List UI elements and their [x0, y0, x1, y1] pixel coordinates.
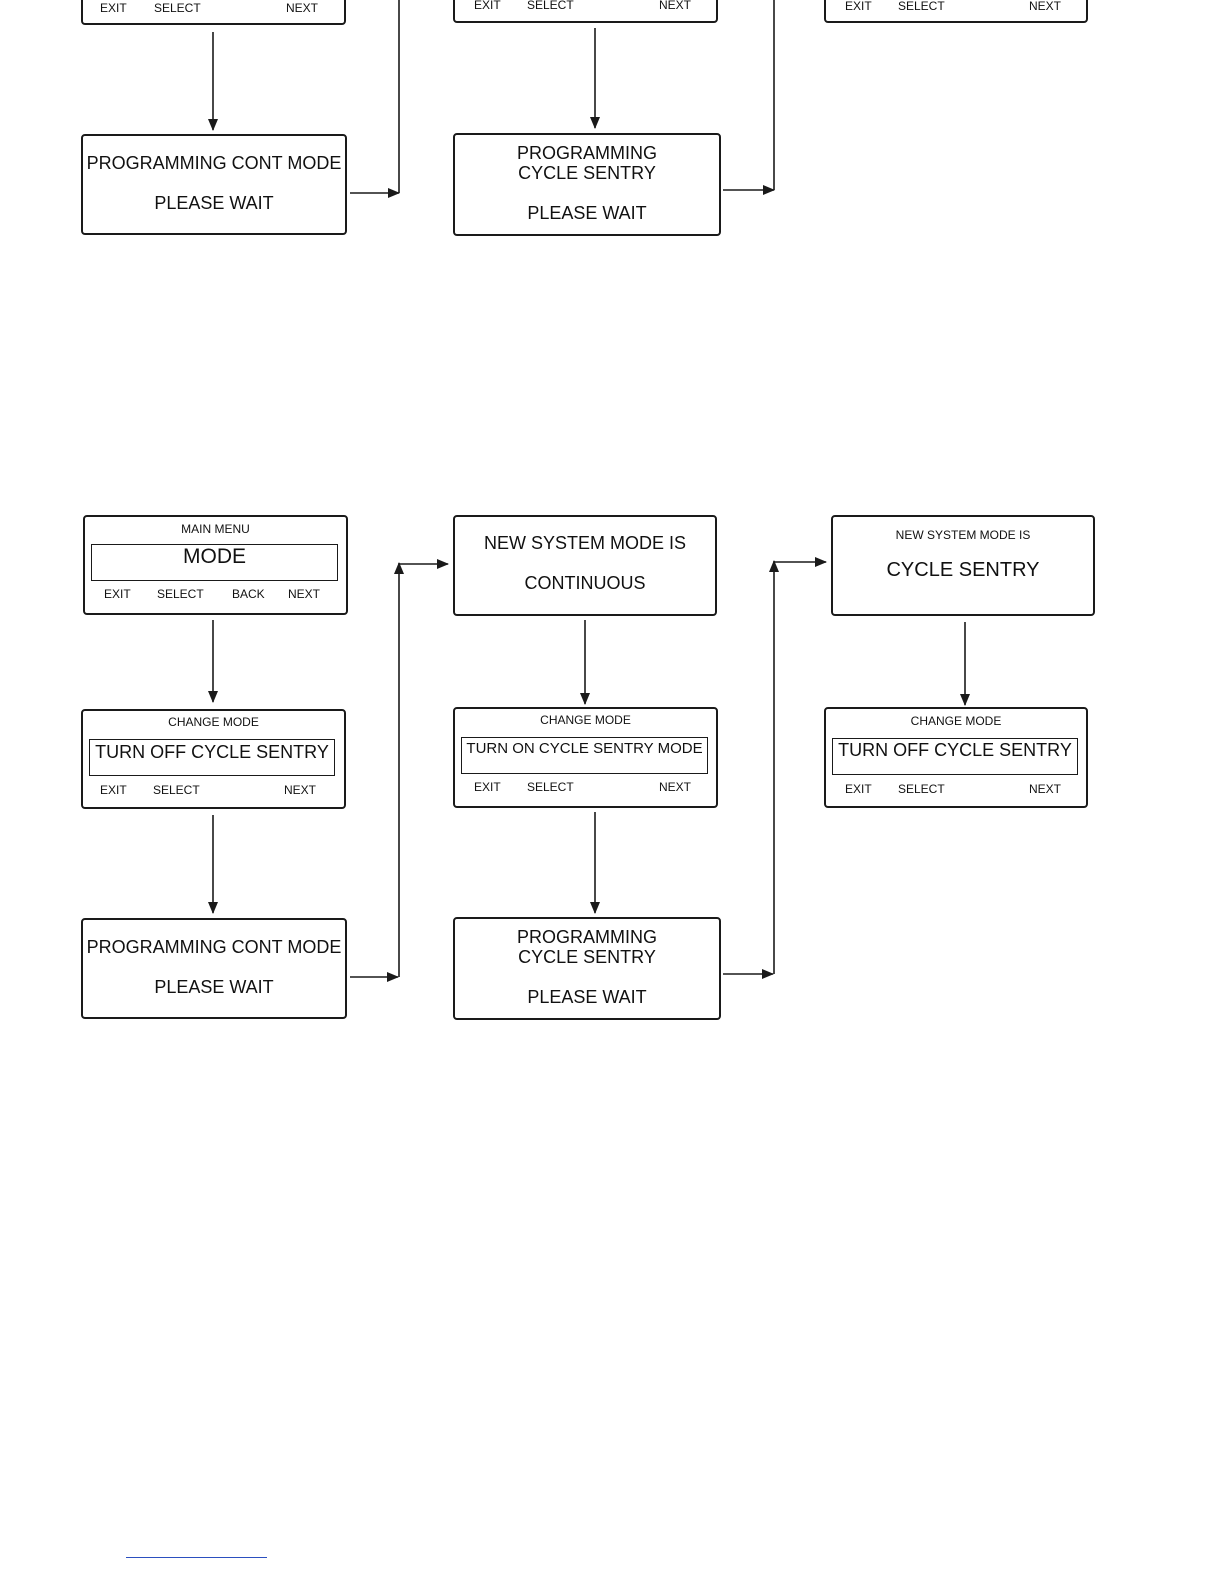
key-back: BACK	[232, 587, 265, 601]
change-mode-on-display: CHANGE MODE TURN ON CYCLE SENTRY MODE EX…	[453, 707, 718, 808]
key-next: NEXT	[659, 780, 692, 794]
new-mode-cycle-sentry-display: NEW SYSTEM MODE IS CYCLE SENTRY	[831, 515, 1095, 616]
prog-cycle-line2: CYCLE SENTRY	[518, 947, 656, 967]
prog-cont-line1: PROGRAMMING CONT MODE	[86, 153, 342, 173]
key-select: SELECT	[153, 783, 200, 797]
key-next: NEXT	[286, 1, 319, 15]
key-exit: EXIT	[474, 0, 501, 12]
key-exit: EXIT	[104, 587, 131, 601]
new-mode-line2: CONTINUOUS	[524, 573, 646, 593]
prog-cont-line1: PROGRAMMING CONT MODE	[86, 937, 342, 957]
main-menu-value-frame: MODE	[91, 544, 338, 581]
key-next: NEXT	[1029, 782, 1062, 796]
top-programming-cont-mode: PROGRAMMING CONT MODE PLEASE WAIT	[81, 134, 347, 235]
change-mode-value: TURN OFF CYCLE SENTRY	[838, 740, 1072, 760]
change-mode-value-frame: TURN ON CYCLE SENTRY MODE	[461, 737, 708, 774]
key-next: NEXT	[1029, 0, 1062, 13]
prog-cycle-line2: CYCLE SENTRY	[518, 163, 656, 183]
main-menu-display: MAIN MENU MODE EXIT SELECT BACK NEXT	[83, 515, 348, 615]
footer-rule	[126, 1557, 267, 1558]
prog-cycle-line3: PLEASE WAIT	[527, 203, 647, 223]
prog-cont-line2: PLEASE WAIT	[154, 977, 274, 997]
new-mode-line1: NEW SYSTEM MODE IS	[483, 533, 687, 553]
programming-cycle-sentry-display: PROGRAMMING CYCLE SENTRY PLEASE WAIT	[453, 917, 721, 1020]
key-select: SELECT	[157, 587, 204, 601]
prog-cycle-line1: PROGRAMMING	[516, 143, 657, 163]
key-exit: EXIT	[100, 783, 127, 797]
key-exit: EXIT	[100, 1, 127, 15]
change-mode-off-display-2: CHANGE MODE TURN OFF CYCLE SENTRY EXIT S…	[824, 707, 1088, 808]
key-select: SELECT	[527, 780, 574, 794]
key-select: SELECT	[898, 782, 945, 796]
key-next: NEXT	[659, 0, 692, 12]
main-menu-value: MODE	[183, 545, 246, 568]
key-select: SELECT	[154, 1, 201, 15]
change-mode-value: TURN OFF CYCLE SENTRY	[95, 742, 329, 762]
top-programming-cycle-sentry: PROGRAMMING CYCLE SENTRY PLEASE WAIT	[453, 133, 721, 236]
key-exit: EXIT	[474, 780, 501, 794]
change-mode-value-frame: TURN OFF CYCLE SENTRY	[89, 739, 335, 776]
programming-cont-mode-display: PROGRAMMING CONT MODE PLEASE WAIT	[81, 918, 347, 1019]
change-mode-caption: CHANGE MODE	[540, 713, 631, 727]
change-mode-value: TURN ON CYCLE SENTRY MODE	[466, 740, 703, 757]
prog-cycle-line3: PLEASE WAIT	[527, 987, 647, 1007]
change-mode-off-display: CHANGE MODE TURN OFF CYCLE SENTRY EXIT S…	[81, 709, 346, 809]
top-display-col1: EXIT SELECT NEXT	[81, 0, 346, 25]
new-mode-caption: NEW SYSTEM MODE IS	[895, 528, 1031, 542]
key-next: NEXT	[284, 783, 317, 797]
top-display-col3: EXIT SELECT NEXT	[824, 0, 1088, 23]
change-mode-value-frame: TURN OFF CYCLE SENTRY	[832, 738, 1078, 775]
prog-cont-line2: PLEASE WAIT	[154, 193, 274, 213]
new-mode-continuous-display: NEW SYSTEM MODE IS CONTINUOUS	[453, 515, 717, 616]
top-display-col2: EXIT SELECT NEXT	[453, 0, 718, 23]
key-select: SELECT	[527, 0, 574, 12]
change-mode-caption: CHANGE MODE	[168, 715, 259, 729]
prog-cycle-line1: PROGRAMMING	[516, 927, 657, 947]
change-mode-caption: CHANGE MODE	[910, 714, 1002, 728]
main-menu-caption: MAIN MENU	[181, 522, 250, 536]
key-select: SELECT	[898, 0, 945, 13]
key-next: NEXT	[288, 587, 321, 601]
key-exit: EXIT	[845, 782, 872, 796]
new-mode-value: CYCLE SENTRY	[886, 559, 1040, 581]
key-exit: EXIT	[845, 0, 872, 13]
